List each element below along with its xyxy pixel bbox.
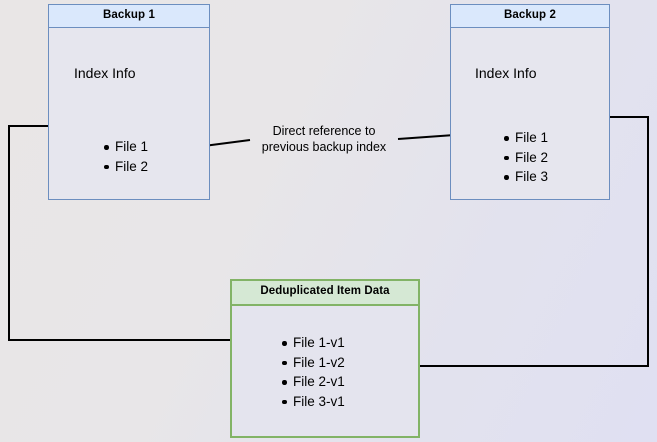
node-backup-2-header: Backup 2 [451, 5, 609, 28]
list-item: File 2 [103, 157, 148, 177]
node-backup-2-file-list: File 1 File 2 File 3 [499, 128, 548, 187]
list-item: File 2-v1 [282, 372, 345, 392]
node-backup-1-index-label: Index Info [74, 65, 136, 81]
node-deduplicated-file-list: File 1-v1 File 1-v2 File 2-v1 File 3-v1 [277, 333, 345, 411]
list-item: File 3 [503, 167, 548, 187]
edge-label-line-2: previous backup index [261, 139, 387, 154]
list-item: File 3-v1 [282, 392, 345, 412]
node-backup-2-index-label: Index Info [475, 65, 537, 81]
list-item: File 1 [103, 137, 148, 157]
node-backup-2[interactable]: Backup 2 Index Info File 1 File 2 File 3 [450, 4, 610, 200]
node-backup-1-body: Index Info File 1 File 2 [49, 28, 209, 199]
edge-label-line-1: Direct reference to [272, 124, 376, 138]
node-backup-1-file-list: File 1 File 2 [99, 137, 148, 176]
edge-label-direct-reference: Direct reference to previous backup inde… [248, 124, 400, 155]
list-item: File 1 [503, 128, 548, 148]
list-item: File 1-v2 [282, 353, 345, 373]
node-backup-1-header: Backup 1 [49, 5, 209, 28]
node-backup-1[interactable]: Backup 1 Index Info File 1 File 2 [48, 4, 210, 200]
list-item: File 1-v1 [282, 333, 345, 353]
list-item: File 2 [503, 148, 548, 168]
node-backup-2-body: Index Info File 1 File 2 File 3 [451, 28, 609, 199]
node-deduplicated-item-data-header: Deduplicated Item Data [232, 281, 418, 306]
node-deduplicated-item-data-body: File 1-v1 File 1-v2 File 2-v1 File 3-v1 [232, 306, 418, 436]
node-deduplicated-item-data[interactable]: Deduplicated Item Data File 1-v1 File 1-… [230, 279, 420, 438]
